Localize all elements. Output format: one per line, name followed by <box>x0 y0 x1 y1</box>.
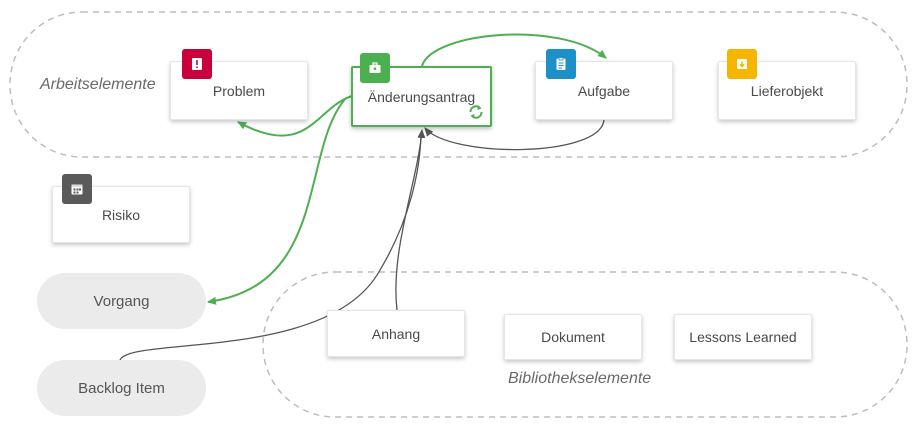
connector-task-to-change-request <box>424 119 605 151</box>
work-items-region <box>9 11 908 158</box>
problem-card-label: Problem <box>212 82 266 99</box>
briefcase-icon <box>360 53 390 83</box>
connector-change-request-to-task <box>421 33 607 67</box>
lessons-learned-card[interactable]: Lessons Learned <box>674 314 812 360</box>
work-items-region-label: Arbeitselemente <box>40 76 156 93</box>
task-card-label: Aufgabe <box>577 82 631 99</box>
connector-change-request-to-issue <box>207 97 347 305</box>
backlog-item-pill-label: Backlog Item <box>78 379 165 397</box>
sync-icon[interactable] <box>467 103 485 121</box>
clipboard-icon <box>546 49 576 79</box>
connector-backlog-to-change-request <box>119 134 422 361</box>
issue-pill[interactable]: Vorgang <box>37 273 206 329</box>
document-card[interactable]: Dokument <box>504 314 642 360</box>
library-items-region-label: Bibliothekselemente <box>508 370 652 387</box>
issue-pill-label: Vorgang <box>93 292 150 310</box>
box-icon <box>727 49 757 79</box>
task-card[interactable]: Aufgabe <box>535 61 673 120</box>
connector-change-request-to-problem <box>237 95 353 137</box>
document-card-label: Dokument <box>541 329 605 345</box>
attachment-card-label: Anhang <box>371 325 421 342</box>
calendar-icon <box>62 174 92 204</box>
lessons-learned-card-label: Lessons Learned <box>689 329 797 345</box>
deliverable-card-label: Lieferobjekt <box>750 82 824 99</box>
backlog-item-pill[interactable]: Backlog Item <box>37 360 206 416</box>
alert-icon <box>182 49 212 79</box>
connector-attachment-to-change-request <box>395 129 426 311</box>
attachment-card[interactable]: Anhang <box>327 310 465 357</box>
change-request-card-label: Änderungsantrag <box>367 88 476 105</box>
risk-card-label: Risiko <box>101 206 141 223</box>
